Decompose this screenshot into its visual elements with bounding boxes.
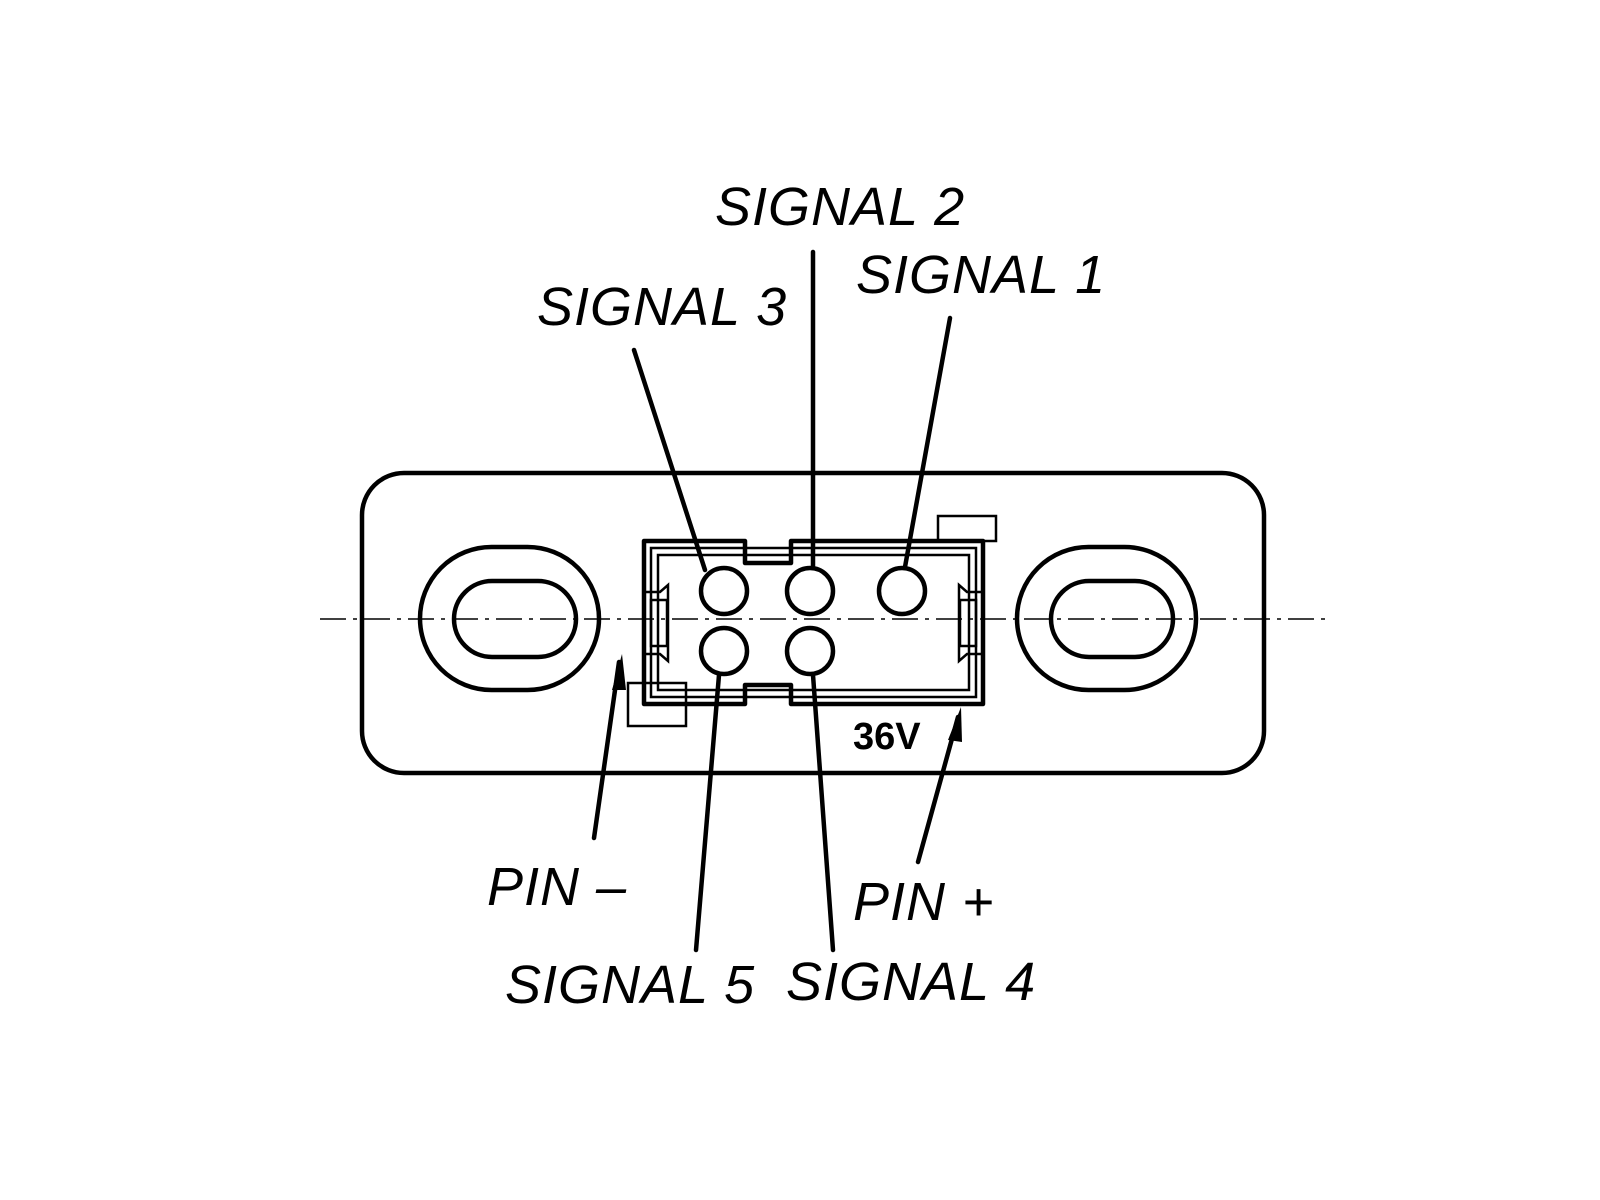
leader-pin-minus [591, 654, 626, 841]
leader-signal-4 [810, 672, 836, 953]
leader-signal-5 [693, 672, 722, 953]
leader-signal-3 [631, 347, 708, 573]
pin-signal-4 [784, 625, 836, 677]
label-signal-4: SIGNAL 4 [786, 952, 1036, 1012]
pin-signal-2 [784, 565, 836, 617]
label-pin-minus: PIN – [487, 857, 627, 917]
label-signal-5: SIGNAL 5 [505, 955, 755, 1015]
pin-signal-1 [876, 565, 928, 617]
pin-signal-5 [698, 625, 750, 677]
pin-signal-3 [698, 565, 750, 617]
leader-signal-1 [902, 315, 953, 570]
label-signal-2: SIGNAL 2 [715, 177, 965, 237]
label-pin-plus: PIN + [853, 872, 995, 932]
leader-pin-plus [915, 707, 962, 865]
voltage-marking: 36V [853, 716, 921, 758]
label-signal-3: SIGNAL 3 [537, 277, 787, 337]
label-signal-1: SIGNAL 1 [856, 245, 1106, 305]
